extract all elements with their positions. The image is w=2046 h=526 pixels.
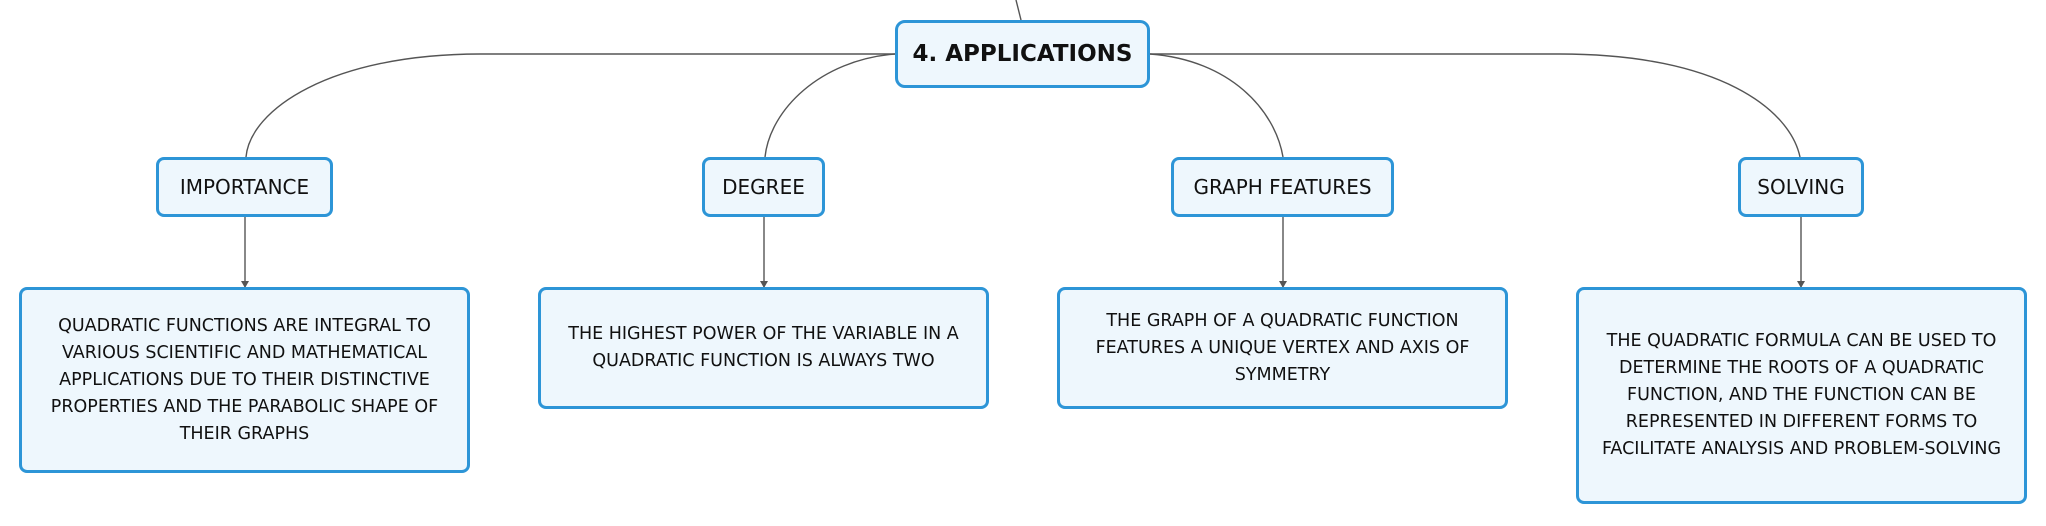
branch-node-label: IMPORTANCE — [179, 175, 310, 199]
arrowhead-importance-detail — [241, 281, 249, 288]
branch-node-graph-features[interactable]: GRAPH FEATURES — [1171, 157, 1394, 217]
branch-node-degree[interactable]: DEGREE — [702, 157, 825, 217]
connector-root-to-degree — [764, 53, 896, 158]
branch-node-label: DEGREE — [722, 175, 805, 199]
detail-node-graph-features[interactable]: THE GRAPH OF A QUADRATIC FUNCTION FEATUR… — [1057, 287, 1508, 409]
arrowhead-graph-features-detail — [1279, 281, 1287, 288]
branch-node-importance[interactable]: IMPORTANCE — [156, 157, 333, 217]
connector-root-to-solving — [1150, 53, 1801, 158]
arrowhead-solving-detail — [1797, 281, 1805, 288]
detail-node-text: QUADRATIC FUNCTIONS ARE INTEGRAL TO VARI… — [50, 315, 439, 444]
branch-node-label: SOLVING — [1757, 175, 1845, 199]
connector-root-to-graph-features — [1149, 53, 1284, 158]
detail-node-text: THE HIGHEST POWER OF THE VARIABLE IN A Q… — [568, 324, 959, 371]
connector-root-to-importance — [245, 53, 895, 158]
detail-node-degree[interactable]: THE HIGHEST POWER OF THE VARIABLE IN A Q… — [538, 287, 989, 409]
root-node-applications[interactable]: 4. APPLICATIONS — [895, 20, 1150, 88]
detail-node-importance[interactable]: QUADRATIC FUNCTIONS ARE INTEGRAL TO VARI… — [19, 287, 470, 473]
branch-node-label: GRAPH FEATURES — [1193, 175, 1372, 199]
connector-parent-to-root — [1015, 0, 1022, 21]
detail-node-solving[interactable]: THE QUADRATIC FORMULA CAN BE USED TO DET… — [1576, 287, 2027, 504]
root-node-label: 4. APPLICATIONS — [912, 41, 1133, 67]
arrowhead-degree-detail — [760, 281, 768, 288]
detail-node-text: THE GRAPH OF A QUADRATIC FUNCTION FEATUR… — [1095, 310, 1470, 385]
detail-node-text: THE QUADRATIC FORMULA CAN BE USED TO DET… — [1601, 331, 2002, 459]
branch-node-solving[interactable]: SOLVING — [1738, 157, 1864, 217]
